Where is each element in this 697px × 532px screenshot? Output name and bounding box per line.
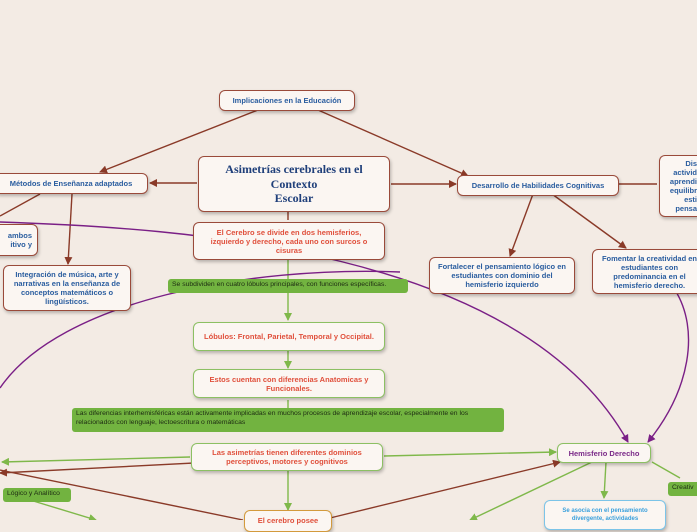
link-metodos-integracion bbox=[64, 193, 73, 265]
node-fortalecer-label: Fortalecer el pensamiento lógico en estu… bbox=[438, 262, 566, 289]
link-metodos-ambos bbox=[0, 193, 41, 217]
tag-logico[interactable]: Lógico y Analítico bbox=[3, 488, 71, 502]
node-asocia-label: Se asocia con el pensamiento divergente,… bbox=[562, 508, 648, 522]
node-dis-line4: equilibr bbox=[669, 186, 697, 195]
node-asimetrias-label: Las asimetrías tienen diferentes dominio… bbox=[212, 448, 362, 466]
node-ambos[interactable]: ambos itivo y bbox=[0, 224, 38, 256]
central-title-line2: Contexto bbox=[270, 176, 318, 191]
node-dis[interactable]: Dis activid aprendi equilibr esti pensa bbox=[659, 155, 697, 217]
node-hemisferio-derecho[interactable]: Hemisferio Derecho bbox=[557, 443, 651, 463]
node-dis-line3: aprendi bbox=[669, 177, 697, 186]
link-posee-derecho bbox=[329, 459, 561, 519]
node-integracion[interactable]: Integración de música, arte y narrativas… bbox=[3, 265, 131, 311]
link-derecho-asocia bbox=[600, 461, 609, 499]
node-asimetrias[interactable]: Las asimetrías tienen diferentes dominio… bbox=[191, 443, 383, 471]
link-posee-logico bbox=[0, 469, 244, 520]
node-fomentar-label: Fomentar la creatividad en estudiantes c… bbox=[601, 253, 697, 290]
tag-logico-label: Lógico y Analítico bbox=[7, 490, 60, 497]
node-lobulos-label: Lóbulos: Frontal, Parietal, Temporal y O… bbox=[204, 332, 374, 341]
node-dis-line1: Dis bbox=[685, 159, 697, 168]
central-title-line1: Asimetrías cerebrales en el bbox=[225, 162, 363, 177]
link-purple-to-derecho bbox=[0, 221, 629, 443]
tag-subdividen-label: Se subdividen en cuatro lóbulos principa… bbox=[172, 281, 387, 288]
node-hemisferio-derecho-label: Hemisferio Derecho bbox=[568, 448, 640, 458]
node-diferencias-anatomicas-label: Estos cuentan con diferencias Anatomicas… bbox=[209, 374, 369, 393]
node-fomentar[interactable]: Fomentar la creatividad en estudiantes c… bbox=[592, 249, 697, 294]
node-implicaciones-label: Implicaciones en la Educación bbox=[232, 96, 342, 105]
node-metodos[interactable]: Métodos de Enseñanza adaptados bbox=[0, 173, 148, 194]
node-dis-line2: activid bbox=[673, 168, 697, 177]
node-lobulos[interactable]: Lóbulos: Frontal, Parietal, Temporal y O… bbox=[193, 322, 385, 351]
node-cerebro[interactable]: El Cerebro se divide en dos hemisferios,… bbox=[193, 222, 385, 260]
node-ambos-line1: ambos bbox=[7, 231, 32, 240]
tag-creativ-label: Creativ bbox=[672, 484, 694, 491]
link-desarrollo-fomentar bbox=[551, 193, 627, 249]
tag-interhemisfericas-label: Las diferencias interhemisféricas están … bbox=[76, 410, 469, 426]
node-metodos-label: Métodos de Enseñanza adaptados bbox=[9, 179, 133, 188]
node-fortalecer[interactable]: Fortalecer el pensamiento lógico en estu… bbox=[429, 257, 575, 294]
link-derecho-creativ bbox=[651, 461, 681, 479]
link-asimetrias-derecho bbox=[383, 448, 557, 457]
link-desarrollo-fortalecer bbox=[508, 193, 534, 257]
node-integracion-label: Integración de música, arte y narrativas… bbox=[13, 270, 121, 306]
node-cerebro-label: El Cerebro se divide en dos hemisferios,… bbox=[210, 227, 368, 255]
link-logico-down bbox=[29, 499, 97, 520]
node-dis-line5: esti bbox=[684, 195, 697, 204]
node-implicaciones[interactable]: Implicaciones en la Educación bbox=[219, 90, 355, 111]
node-dis-line6: pensa bbox=[675, 204, 697, 213]
node-cerebro-posee[interactable]: El cerebro posee bbox=[244, 510, 332, 532]
node-asocia[interactable]: Se asocia con el pensamiento divergente,… bbox=[544, 500, 666, 530]
link-implicaciones-desarrollo bbox=[317, 109, 469, 177]
tag-creativ[interactable]: Creativ bbox=[668, 482, 697, 496]
node-desarrollo-label: Desarrollo de Habilidades Cognitivas bbox=[471, 181, 605, 190]
link-implicaciones-metodos bbox=[99, 109, 259, 174]
tag-subdividen[interactable]: Se subdividen en cuatro lóbulos principa… bbox=[168, 279, 408, 293]
link-purple-left-arc bbox=[0, 270, 401, 389]
central-topic[interactable]: Asimetrías cerebrales en el Contexto Esc… bbox=[198, 156, 390, 212]
node-cerebro-posee-label: El cerebro posee bbox=[257, 516, 319, 525]
link-asimetrias-left bbox=[1, 456, 191, 466]
node-diferencias-anatomicas[interactable]: Estos cuentan con diferencias Anatomicas… bbox=[193, 369, 385, 398]
node-desarrollo[interactable]: Desarrollo de Habilidades Cognitivas bbox=[457, 175, 619, 196]
tag-interhemisfericas[interactable]: Las diferencias interhemisféricas están … bbox=[72, 408, 504, 432]
link-fomentar-derecho bbox=[647, 289, 690, 443]
node-ambos-line2: itivo y bbox=[10, 240, 32, 249]
link-derecho-down-left bbox=[469, 461, 593, 520]
central-title-line3: Escolar bbox=[274, 191, 314, 206]
